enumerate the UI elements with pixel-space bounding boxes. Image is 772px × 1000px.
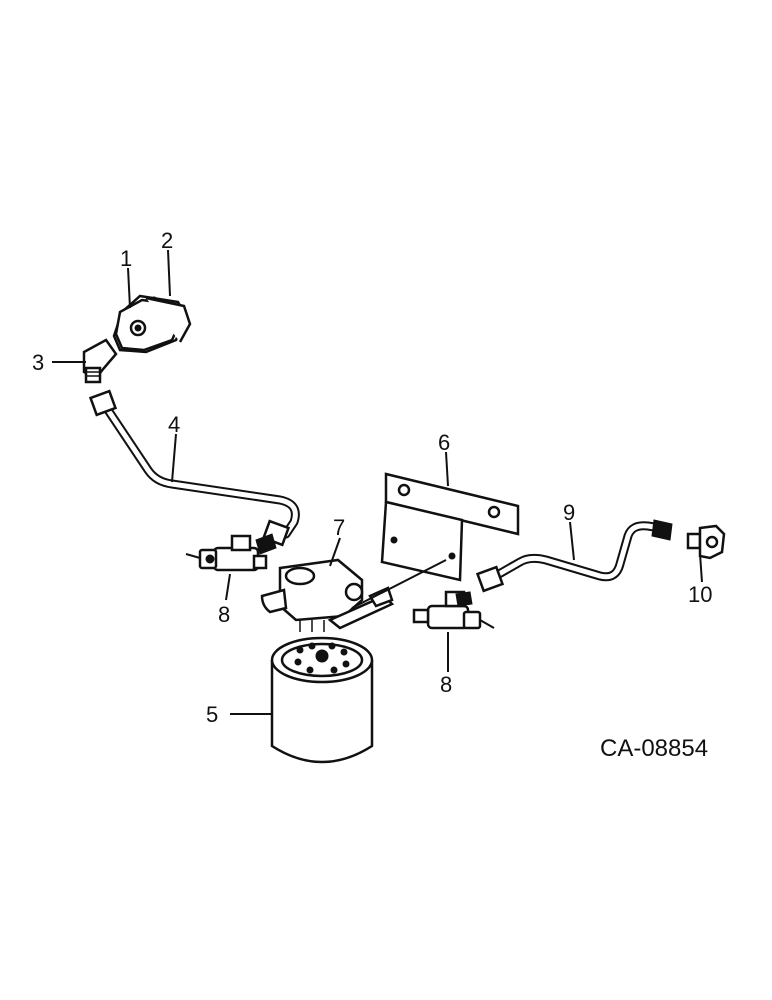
adapter-block [112,294,192,354]
callout-2: 2 [161,228,173,253]
callout-6: 6 [438,430,450,455]
connector-fitting [686,524,726,560]
elbow-fitting [82,338,118,384]
fuel-line-9 [475,519,673,593]
callout-3: 3 [32,350,44,375]
bleed-valve-right [412,590,495,630]
bleed-valve-left [185,534,268,572]
callout-4: 4 [168,412,180,437]
fuel-line-4 [88,389,300,555]
leader-lines [52,249,703,715]
callout-5: 5 [206,702,218,727]
callout-9: 9 [563,500,575,525]
callout-8-right: 8 [440,672,452,697]
mounting-bracket [380,472,520,582]
callout-7: 7 [333,515,345,540]
fuel-filter [270,636,374,764]
callout-10: 10 [688,582,712,607]
drawing-code: CA-08854 [600,735,708,762]
filter-head [260,558,447,632]
callout-8-left: 8 [218,602,230,627]
callout-1: 1 [120,246,132,271]
